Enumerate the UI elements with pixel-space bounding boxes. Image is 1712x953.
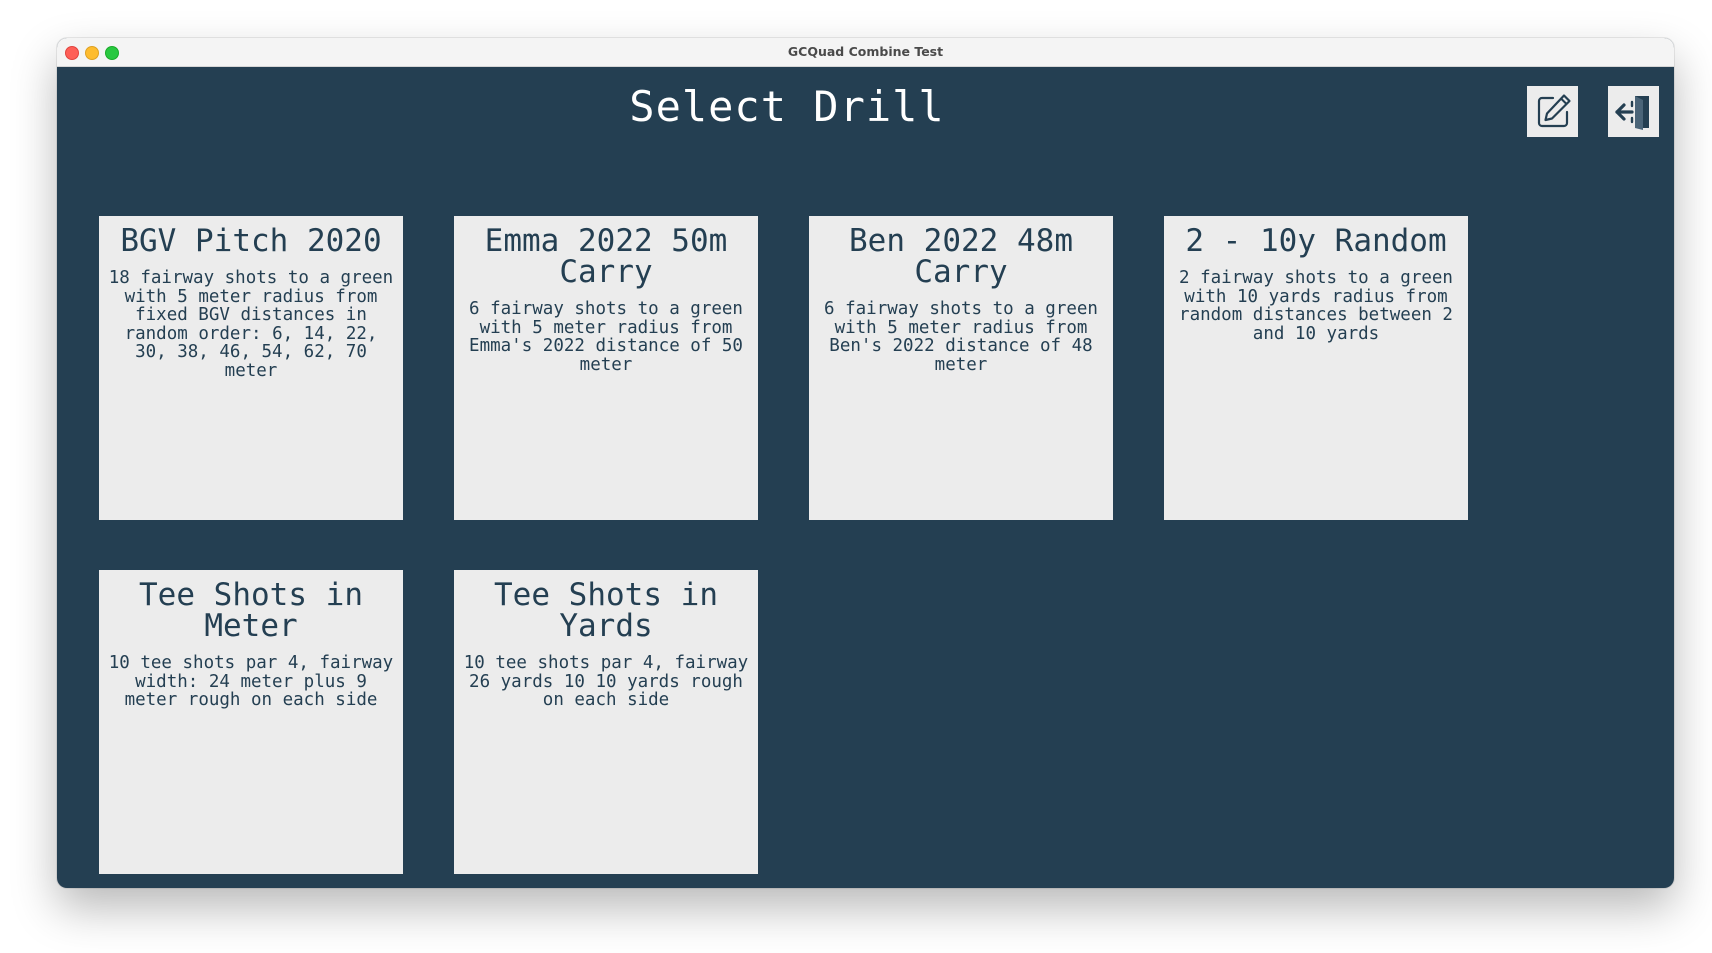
- maximize-window-button[interactable]: [105, 46, 119, 60]
- exit-icon: [1614, 95, 1649, 130]
- drill-description: 10 tee shots par 4, fairway width: 24 me…: [108, 653, 394, 710]
- drill-title: Ben 2022 48m Carry: [849, 223, 1073, 290]
- drill-card-emma-2022[interactable]: Emma 2022 50m Carry 6 fairway shots to a…: [454, 216, 758, 520]
- drill-card-tee-shots-yards[interactable]: Tee Shots in Yards 10 tee shots par 4, f…: [454, 570, 758, 874]
- drill-description: 2 fairway shots to a green with 10 yards…: [1179, 268, 1453, 344]
- drill-title: Tee Shots in Yards: [494, 577, 718, 644]
- drill-description: 6 fairway shots to a green with 5 meter …: [469, 299, 743, 375]
- app-window: GCQuad Combine Test Select Drill BGV Pit…: [57, 38, 1674, 888]
- edit-button[interactable]: [1527, 86, 1578, 137]
- drill-card-2-10y-random[interactable]: 2 - 10y Random 2 fairway shots to a gree…: [1164, 216, 1468, 520]
- close-window-button[interactable]: [65, 46, 79, 60]
- minimize-window-button[interactable]: [85, 46, 99, 60]
- drill-title: 2 - 10y Random: [1185, 223, 1447, 259]
- drill-card-bgv-pitch-2020[interactable]: BGV Pitch 2020 18 fairway shots to a gre…: [99, 216, 403, 520]
- edit-icon: [1537, 93, 1571, 127]
- drill-card-ben-2022[interactable]: Ben 2022 48m Carry 6 fairway shots to a …: [809, 216, 1113, 520]
- page-title: Select Drill: [629, 82, 945, 131]
- main-content: Select Drill BGV Pitch 2020 18 fairway s…: [57, 66, 1674, 888]
- window-title: GCQuad Combine Test: [787, 44, 944, 59]
- exit-button[interactable]: [1608, 86, 1659, 137]
- title-bar: GCQuad Combine Test: [57, 38, 1674, 67]
- drill-title: Tee Shots in Meter: [139, 577, 363, 644]
- drill-title: Emma 2022 50m Carry: [484, 223, 728, 290]
- drill-card-tee-shots-meter[interactable]: Tee Shots in Meter 10 tee shots par 4, f…: [99, 570, 403, 874]
- drill-description: 6 fairway shots to a green with 5 meter …: [824, 299, 1098, 375]
- drill-title: BGV Pitch 2020: [120, 223, 382, 259]
- drill-description: 10 tee shots par 4, fairway 26 yards 10 …: [463, 653, 749, 710]
- drill-description: 18 fairway shots to a green with 5 meter…: [108, 268, 394, 381]
